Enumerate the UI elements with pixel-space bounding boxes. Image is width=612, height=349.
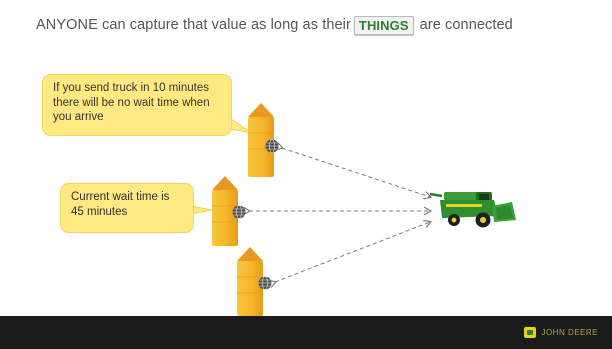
- callout-wait-time: Current wait time is 45 minutes: [60, 183, 194, 233]
- slide-title: ANYONE can capture that value as long as…: [36, 13, 513, 37]
- title-text-before: ANYONE can capture that value as long as…: [36, 17, 351, 33]
- globe-sensor-icon: [232, 205, 246, 219]
- globe-sensor-icon: [265, 139, 279, 153]
- callout-truck-advice-text: If you send truck in 10 minutes there wi…: [53, 82, 210, 123]
- combine-harvester-icon: [429, 192, 516, 228]
- connection-arrow-1: [282, 148, 430, 197]
- grain-silo-icon: [212, 176, 238, 246]
- footer-bar: JOHN DEERE: [0, 316, 612, 349]
- deer-logo-icon: [524, 326, 537, 338]
- grain-silo-icon: [248, 103, 274, 177]
- callout-wait-time-text: Current wait time is 45 minutes: [71, 191, 170, 218]
- callout-2-tail: [191, 205, 213, 215]
- things-badge: THINGS: [353, 15, 414, 35]
- globe-sensor-icon: [258, 276, 272, 290]
- diagram-canvas: [191, 103, 516, 316]
- brand-logo: JOHN DEERE: [524, 325, 598, 339]
- brand-name: JOHN DEERE: [541, 327, 598, 337]
- title-text-after: are connected: [419, 17, 513, 33]
- connection-arrow-3: [275, 222, 430, 282]
- callout-truck-advice: If you send truck in 10 minutes there wi…: [42, 74, 232, 136]
- grain-silo-icon: [237, 247, 263, 316]
